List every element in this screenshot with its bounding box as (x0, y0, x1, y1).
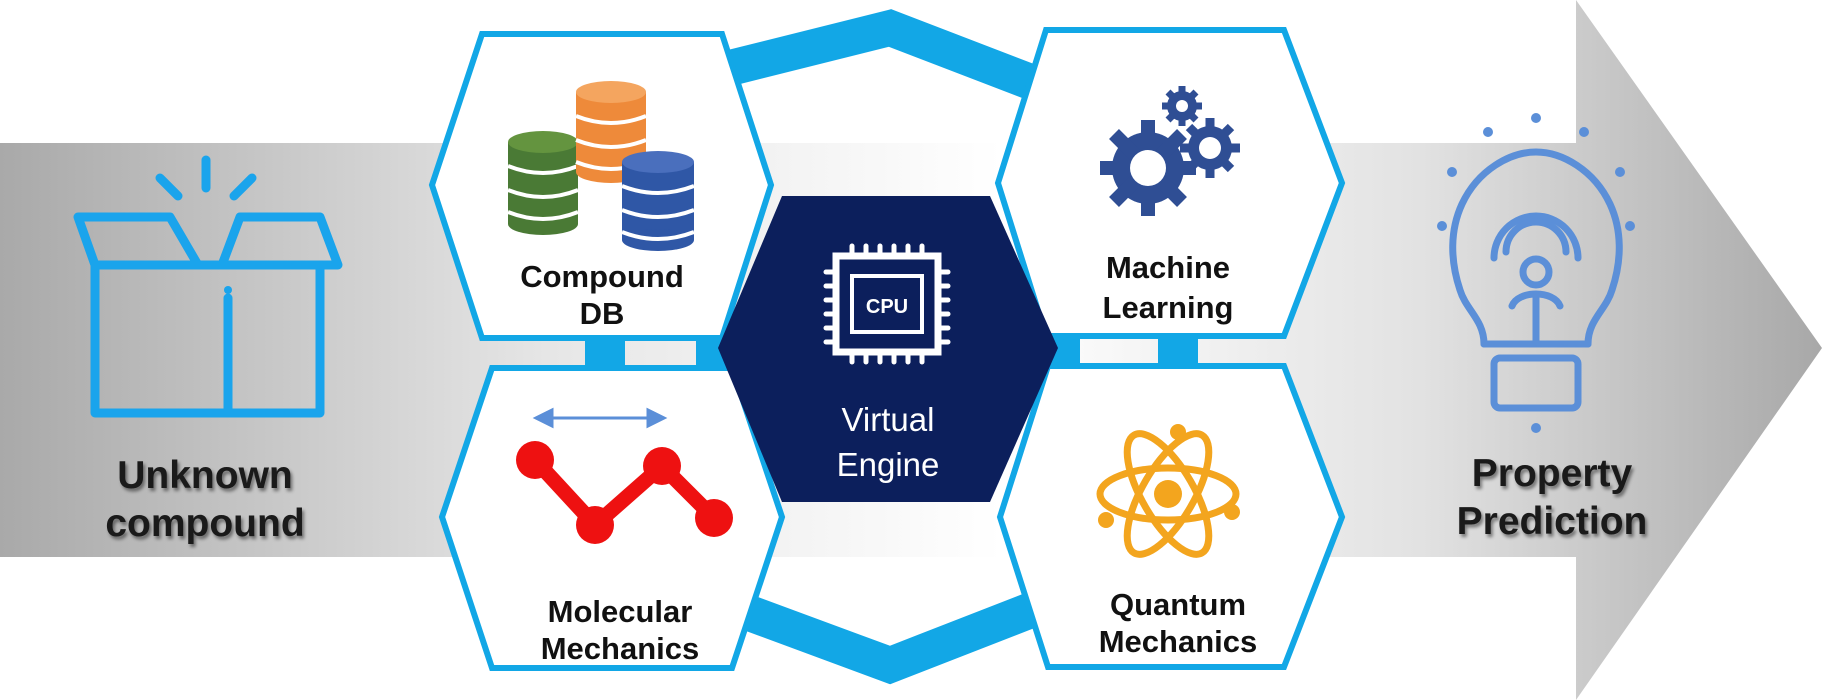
box-rivet (224, 286, 232, 294)
gears-icon (1100, 86, 1240, 216)
output-label-line2: Prediction (1456, 499, 1648, 543)
output-label-line1: Property (1471, 452, 1633, 495)
molecular-mechanics-label-line1: Molecular (547, 594, 693, 629)
compound-db-label: Compound DB (492, 258, 712, 332)
input-label-line1: Unknown (117, 454, 293, 497)
atom-nucleus (1154, 480, 1182, 508)
database-stack-icon (507, 81, 695, 251)
lightbulb-person-icon (1449, 148, 1623, 412)
atom-electron (1224, 504, 1240, 520)
quantum-mechanics-label-line1: Quantum (1109, 587, 1247, 622)
machine-learning-label-line1: Machine (1105, 250, 1231, 285)
compound-db-label-line2: DB (579, 296, 625, 332)
machine-learning-label: Machine Learning (1058, 248, 1278, 327)
virtual-engine-label-line2: Engine (836, 445, 940, 483)
virtual-engine-label-line1: Virtual (841, 401, 935, 438)
quantum-mechanics-label-line2: Mechanics (1098, 624, 1258, 660)
virtual-engine-label: Virtual Engine (788, 398, 988, 487)
output-label: Property Prediction (1422, 450, 1682, 545)
molecule-chain-icon (516, 407, 733, 544)
compound-db-label-line1: Compound (520, 259, 684, 294)
open-box-icon (73, 155, 343, 418)
quantum-mechanics-label: Quantum Mechanics (1068, 586, 1288, 660)
machine-learning-label-line2: Learning (1102, 289, 1234, 325)
cpu-chip-label: CPU (866, 296, 908, 318)
input-label: Unknown compound (80, 452, 330, 547)
cpu-chip-icon: CPU (823, 243, 951, 365)
atom-icon (1096, 430, 1240, 558)
atom-electron (1170, 424, 1186, 440)
molecular-mechanics-label-line2: Mechanics (540, 631, 700, 667)
atom-electron (1098, 512, 1114, 528)
molecular-mechanics-label: Molecular Mechanics (515, 593, 725, 667)
input-label-line2: compound (105, 501, 305, 545)
hex-compound-db (428, 31, 775, 341)
lightbulb-rays (1437, 113, 1635, 433)
